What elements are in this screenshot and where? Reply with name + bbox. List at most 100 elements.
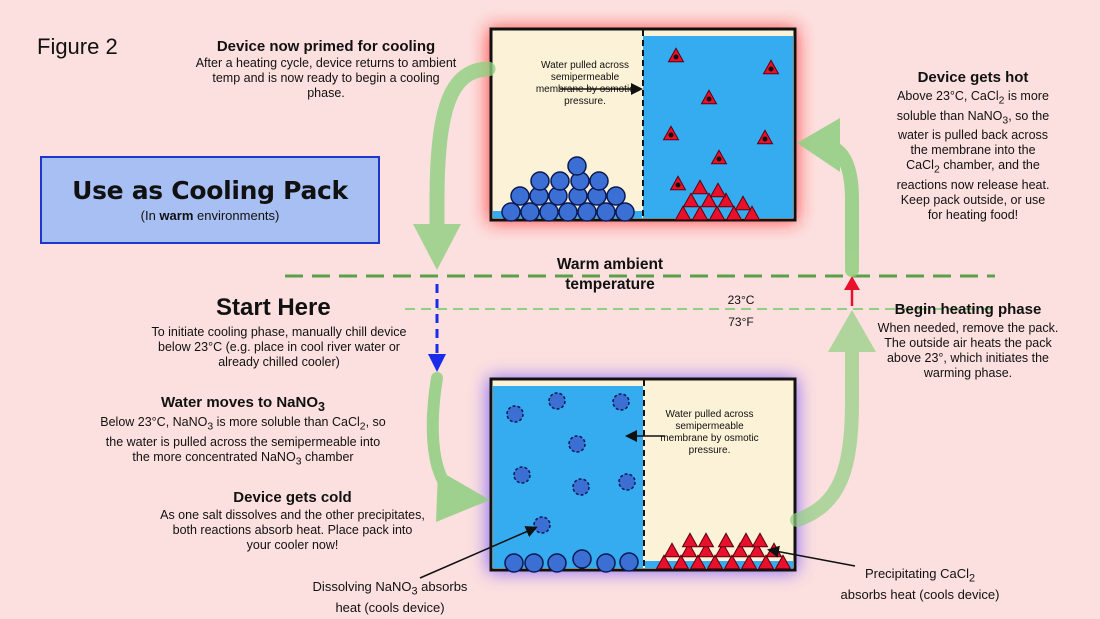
top-box-note: Water pulled across semipermeable membra… (535, 60, 635, 107)
arrow-to-hot-box (797, 118, 859, 277)
hot-title: Device gets hot (917, 69, 1029, 86)
salt-crystal (577, 202, 597, 222)
salt-crystal (723, 554, 741, 570)
primed-title: Device now primed for cooling (216, 38, 436, 55)
salt-crystal (751, 532, 769, 548)
water-moves-text: Below 23°C, NaNO3 is more soluble than C… (100, 415, 386, 467)
salt-crystal (655, 554, 673, 570)
salt-crystal (691, 179, 709, 195)
dissolving-pointer (419, 526, 538, 579)
salt-crystal (558, 202, 578, 222)
salt-crystal (725, 205, 743, 221)
heating-text: When needed, remove the pack. The outsid… (877, 321, 1059, 380)
panel-subtitle: (In warm environments) (140, 208, 280, 223)
primed-block: Device now primed for cooling After a he… (192, 38, 460, 101)
ion-dot (768, 66, 774, 72)
salt-crystal (672, 554, 690, 570)
hot-text: Above 23°C, CaCl2 is more soluble than N… (896, 89, 1050, 222)
salt-crystal (572, 549, 592, 569)
ion-dot (673, 54, 679, 60)
bottom-nano3-dissolved (506, 392, 636, 534)
salt-crystal (740, 554, 758, 570)
threshold-label: 23°C 73°F (727, 293, 755, 329)
precipitating-label: Precipitating CaCl2 absorbs heat (cools … (840, 566, 1000, 602)
dissolved-ion (572, 478, 590, 496)
salt-crystal (708, 205, 726, 221)
arrow-heating-phase (790, 310, 876, 527)
salt-crystal (706, 554, 724, 570)
salt-crystal (689, 554, 707, 570)
salt-crystal (743, 205, 761, 221)
top-nano3-crystals (501, 156, 635, 222)
salt-crystal (539, 202, 559, 222)
ion-dot (716, 156, 722, 162)
start-title: Start Here (216, 294, 331, 321)
salt-crystal (550, 171, 570, 191)
arrow-to-threshold (413, 61, 496, 270)
water-moves-block: Water moves to NaNO3 Below 23°C, NaNO3 i… (58, 394, 428, 469)
salt-crystal (501, 202, 521, 222)
salt-crystal (504, 553, 524, 573)
salt-crystal (547, 553, 567, 573)
salt-crystal (674, 205, 692, 221)
figure-label: Figure 2 (37, 34, 118, 59)
dissolved-ion (506, 405, 524, 423)
salt-crystal (520, 202, 540, 222)
salt-crystal (734, 195, 752, 211)
chill-arrow (428, 284, 446, 372)
salt-crystal (615, 202, 635, 222)
salt-crystal (757, 554, 775, 570)
panel-title: Use as Cooling Pack (72, 176, 348, 205)
ambient-label: Warm ambient temperature (556, 256, 664, 293)
dissolved-ion (618, 473, 636, 491)
salt-crystal (589, 171, 609, 191)
salt-crystal (524, 553, 544, 573)
salt-crystal (530, 171, 550, 191)
cold-block: Device gets cold As one salt dissolves a… (160, 489, 425, 553)
dissolved-ion (513, 466, 531, 484)
salt-crystal (697, 542, 715, 558)
top-cacl2-dissolved (662, 47, 780, 191)
ion-dot (668, 132, 674, 138)
salt-crystal (681, 532, 699, 548)
salt-crystal (709, 182, 727, 198)
precipitating-pointer (767, 545, 856, 567)
arrow-to-cold-box (426, 372, 490, 522)
water-moves-title: Water moves to NaNO3 (161, 394, 325, 414)
salt-crystal (680, 542, 698, 558)
start-block: Start Here To initiate cooling phase, ma… (144, 294, 414, 370)
salt-crystal (606, 186, 626, 206)
cold-text: As one salt dissolves and the other prec… (160, 508, 425, 552)
bottom-nano3-crystals (504, 549, 639, 573)
dissolved-ion (612, 393, 630, 411)
salt-crystal (737, 532, 755, 548)
heating-title: Begin heating phase (894, 301, 1042, 318)
cold-title: Device gets cold (233, 489, 352, 506)
bottom-box-note: Water pulled across semipermeable membra… (660, 409, 759, 456)
dissolved-ion (568, 435, 586, 453)
salt-crystal (596, 553, 616, 573)
salt-crystal (567, 156, 587, 176)
salt-crystal (717, 532, 735, 548)
salt-crystal (663, 542, 681, 558)
heat-rise-arrow (844, 276, 860, 306)
primed-text: After a heating cycle, device returns to… (195, 56, 457, 100)
salt-crystal (700, 192, 718, 208)
dissolved-ion (533, 516, 551, 534)
salt-crystal (748, 542, 766, 558)
heating-block: Begin heating phase When needed, remove … (868, 301, 1068, 381)
salt-crystal (717, 192, 735, 208)
salt-crystal (774, 554, 792, 570)
ion-dot (762, 136, 768, 142)
salt-crystal (510, 186, 530, 206)
dissolving-label: Dissolving NaNO3 absorbs heat (cools dev… (312, 579, 468, 615)
start-text: To initiate cooling phase, manually chil… (151, 325, 407, 369)
salt-crystal (619, 552, 639, 572)
mode-panel: Use as Cooling Pack (In warm environment… (40, 156, 380, 244)
salt-crystal (682, 192, 700, 208)
salt-crystal (697, 532, 715, 548)
dissolved-ion (548, 392, 566, 410)
top-cacl2-precipitate (674, 179, 761, 221)
salt-crystal (691, 205, 709, 221)
